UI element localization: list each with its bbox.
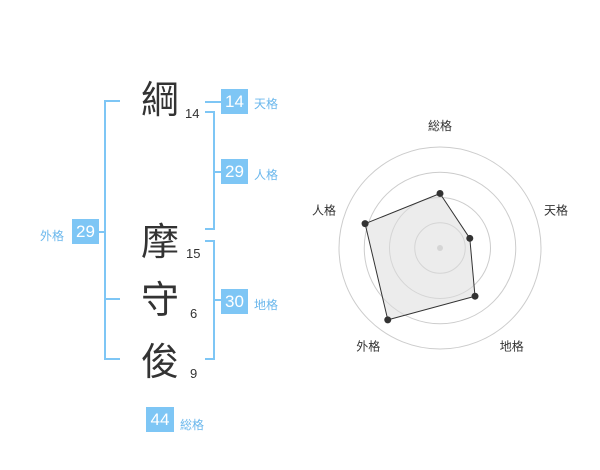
tenkaku-badge: 14	[221, 89, 248, 114]
stroke-count-3: 6	[190, 306, 198, 321]
name-char-3: 守	[141, 278, 180, 322]
soukaku-badge: 44	[146, 407, 174, 432]
gaikaku-bracket-bottom	[104, 358, 120, 360]
radar-ring-3	[363, 171, 517, 325]
chikaku-bracket-top	[205, 240, 215, 242]
radar-point-5	[361, 220, 369, 228]
name-char-4: 俊	[141, 340, 180, 384]
radar-point-3	[471, 292, 479, 300]
gaikaku-bracket-vertical	[104, 100, 106, 360]
name-char-1: 綱	[141, 78, 180, 122]
stroke-count-2: 15	[186, 246, 201, 261]
soukaku-label: 総格	[180, 418, 205, 432]
stroke-count-1: 14	[185, 106, 200, 121]
gaikaku-bracket-top	[104, 100, 120, 102]
jinkaku-bracket-vertical	[213, 111, 215, 230]
radar-polygon	[364, 192, 476, 321]
radar-point-1	[436, 189, 444, 197]
jinkaku-label: 人格	[254, 168, 279, 182]
radar-axis-label-5: 人格	[312, 202, 336, 217]
radar-point-4	[384, 316, 392, 324]
jinkaku-bracket-bottom	[205, 228, 215, 230]
radar-axis-label-4: 外格	[356, 339, 380, 354]
jinkaku-badge: 29	[221, 159, 248, 184]
chikaku-connector	[213, 299, 221, 301]
radar-series	[361, 189, 479, 324]
radar-axis-label-1: 総格	[428, 118, 452, 133]
jinkaku-bracket-top	[205, 111, 215, 113]
tenkaku-connector	[205, 101, 221, 103]
radar-axis-label-2: 天格	[544, 202, 568, 217]
tenkaku-label: 天格	[254, 97, 279, 111]
gaikaku-connector	[98, 231, 105, 233]
chikaku-bracket-bottom	[205, 358, 215, 360]
gaikaku-badge: 29	[72, 219, 99, 244]
radar-point-2	[466, 234, 474, 242]
gaikaku-label: 外格	[40, 229, 65, 243]
jinkaku-connector	[213, 171, 221, 173]
name-char-2: 摩	[141, 220, 180, 264]
chikaku-label: 地格	[254, 298, 279, 312]
stroke-count-4: 9	[190, 366, 198, 381]
gaikaku-bracket-middle	[104, 298, 120, 300]
radar-axis-label-3: 地格	[500, 339, 524, 354]
chikaku-badge: 30	[221, 289, 248, 314]
